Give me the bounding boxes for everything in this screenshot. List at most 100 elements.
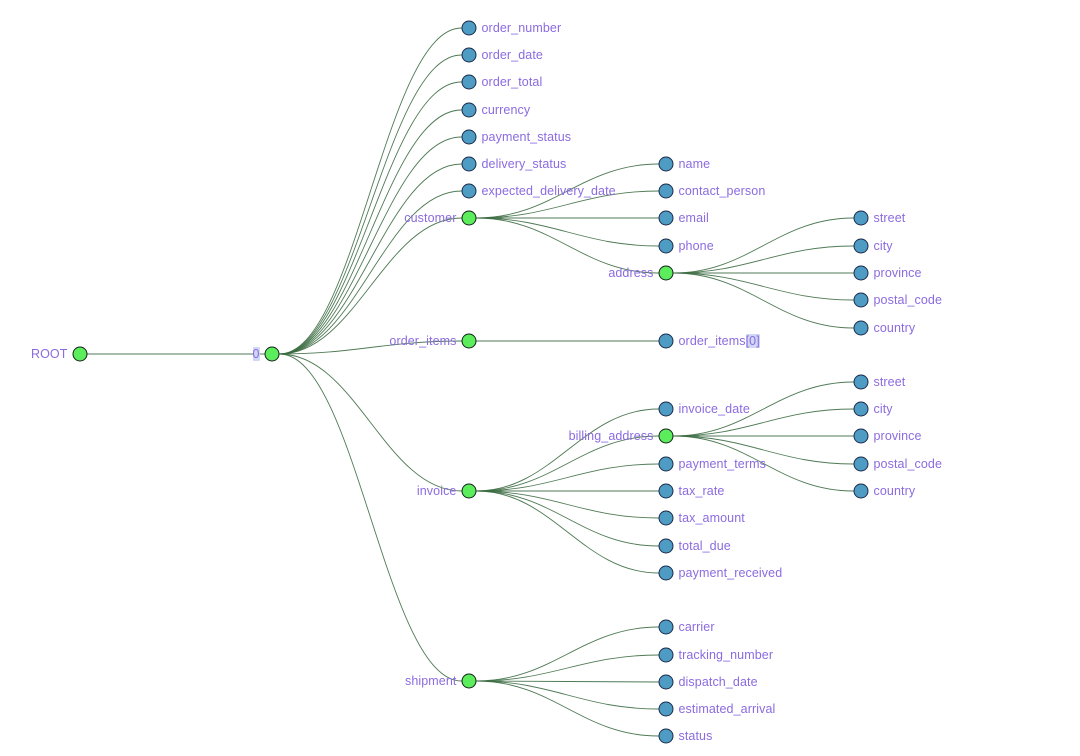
tree-node-label-0: 0	[252, 347, 260, 361]
tree-node-delivery_status[interactable]	[461, 156, 477, 172]
tree-node-0[interactable]	[264, 346, 280, 362]
tree-node-label-invoice_date: invoice_date	[678, 402, 750, 416]
tree-node-label-payment_status: payment_status	[481, 130, 572, 144]
tree-node-invoice_date[interactable]	[658, 401, 674, 417]
tree-node-label-currency: currency	[481, 103, 531, 117]
tree-node-email[interactable]	[658, 210, 674, 226]
tree-node-order_items_0[interactable]	[658, 333, 674, 349]
tree-node-label-payment_received: payment_received	[678, 566, 783, 580]
tree-node-payment_status[interactable]	[461, 129, 477, 145]
label-highlight: 0	[252, 347, 260, 361]
tree-edge	[476, 654, 659, 682]
tree-node-addr_province[interactable]	[853, 265, 869, 281]
tree-node-phone[interactable]	[658, 238, 674, 254]
tree-edge	[476, 680, 659, 737]
tree-node-label-customer: customer	[404, 211, 457, 225]
tree-node-order_number[interactable]	[461, 20, 477, 36]
tree-node-addr_country[interactable]	[853, 320, 869, 336]
tree-node-tax_amount[interactable]	[658, 510, 674, 526]
tree-node-carrier[interactable]	[658, 619, 674, 635]
tree-node-bill_country[interactable]	[853, 483, 869, 499]
tree-node-label-expected_delivery_date: expected_delivery_date	[481, 184, 616, 198]
tree-edge	[476, 490, 659, 574]
tree-edge	[279, 353, 462, 682]
tree-edge	[476, 626, 659, 682]
tree-node-addr_postal_code[interactable]	[853, 292, 869, 308]
tree-node-estimated_arrival[interactable]	[658, 701, 674, 717]
tree-node-label-addr_country: country	[873, 321, 916, 335]
tree-edge	[279, 54, 462, 355]
tree-node-customer[interactable]	[461, 210, 477, 226]
tree-edge	[476, 680, 659, 710]
tree-edge	[279, 353, 462, 492]
tree-node-label-bill_street: street	[873, 375, 906, 389]
tree-node-payment_received[interactable]	[658, 565, 674, 581]
tree-node-addr_street[interactable]	[853, 210, 869, 226]
label-highlight: [0]	[745, 334, 760, 348]
tree-node-bill_city[interactable]	[853, 401, 869, 417]
tree-node-bill_province[interactable]	[853, 428, 869, 444]
tree-node-shipment[interactable]	[461, 673, 477, 689]
tree-node-label-bill_province: province	[873, 429, 922, 443]
tree-edge	[279, 163, 462, 355]
tree-node-bill_street[interactable]	[853, 374, 869, 390]
tree-edge	[476, 408, 659, 492]
tree-node-label-order_total: order_total	[481, 75, 543, 89]
tree-node-label-bill_city: city	[873, 402, 893, 416]
tree-node-label-addr_postal_code: postal_code	[873, 293, 943, 307]
tree-node-label-bill_country: country	[873, 484, 916, 498]
tree-node-order_items[interactable]	[461, 333, 477, 349]
tree-node-label-phone: phone	[678, 239, 714, 253]
tree-node-address[interactable]	[658, 265, 674, 281]
tree-node-label-payment_terms: payment_terms	[678, 457, 766, 471]
tree-node-order_total[interactable]	[461, 74, 477, 90]
tree-edge	[476, 217, 659, 247]
tree-edge	[673, 272, 854, 329]
tree-node-invoice[interactable]	[461, 483, 477, 499]
tree-node-bill_postal_code[interactable]	[853, 456, 869, 472]
tree-edge	[279, 27, 462, 355]
tree-node-tax_rate[interactable]	[658, 483, 674, 499]
tree-node-name[interactable]	[658, 156, 674, 172]
tree-node-label-addr_province: province	[873, 266, 922, 280]
tree-node-currency[interactable]	[461, 102, 477, 118]
tree-node-status[interactable]	[658, 728, 674, 744]
tree-edge	[279, 136, 462, 355]
tree-edge	[673, 272, 854, 301]
tree-node-root[interactable]	[72, 346, 88, 362]
tree-node-label-shipment: shipment	[404, 674, 457, 688]
tree-node-label-name: name	[678, 157, 711, 171]
tree-node-label-order_date: order_date	[481, 48, 543, 62]
tree-node-label-billing_address: billing_address	[568, 429, 654, 443]
tree-node-contact_person[interactable]	[658, 183, 674, 199]
tree-node-label-root: ROOT	[30, 347, 68, 361]
tree-node-label-status: status	[678, 729, 713, 743]
tree-node-label-addr_city: city	[873, 239, 893, 253]
tree-node-label-tax_rate: tax_rate	[678, 484, 725, 498]
tree-node-payment_terms[interactable]	[658, 456, 674, 472]
tree-node-tracking_number[interactable]	[658, 647, 674, 663]
tree-node-label-contact_person: contact_person	[678, 184, 766, 198]
tree-node-order_date[interactable]	[461, 47, 477, 63]
tree-node-label-order_number: order_number	[481, 21, 562, 35]
tree-node-total_due[interactable]	[658, 538, 674, 554]
tree-node-label-tax_amount: tax_amount	[678, 511, 745, 525]
tree-node-addr_city[interactable]	[853, 238, 869, 254]
tree-edge	[279, 109, 462, 355]
tree-edge	[476, 490, 659, 547]
tree-node-label-dispatch_date: dispatch_date	[678, 675, 758, 689]
tree-node-label-estimated_arrival: estimated_arrival	[678, 702, 776, 716]
tree-edge	[476, 217, 659, 274]
tree-node-label-tracking_number: tracking_number	[678, 648, 774, 662]
tree-edge	[476, 680, 659, 683]
tree-node-label-address: address	[608, 266, 654, 280]
tree-node-label-delivery_status: delivery_status	[481, 157, 567, 171]
tree-node-expected_delivery_date[interactable]	[461, 183, 477, 199]
tree-edge	[476, 463, 659, 492]
tree-node-billing_address[interactable]	[658, 428, 674, 444]
tree-node-label-order_items: order_items	[389, 334, 457, 348]
tree-edge	[476, 490, 659, 519]
tree-node-dispatch_date[interactable]	[658, 674, 674, 690]
tree-node-label-carrier: carrier	[678, 620, 715, 634]
